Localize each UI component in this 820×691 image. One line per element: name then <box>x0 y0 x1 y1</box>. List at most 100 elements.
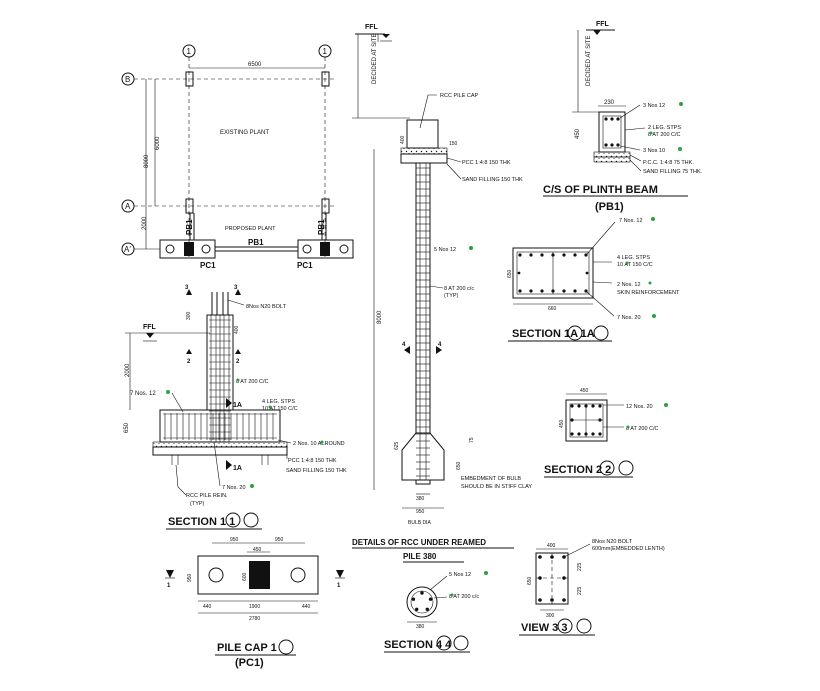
s1-marker-2-right: 2 <box>236 359 240 365</box>
pb-dim-230: 230 <box>604 100 615 106</box>
s4-title: SECTION 4 4 <box>384 639 452 651</box>
v3-dim-400: 400 <box>547 543 556 549</box>
s1-7nos20: 7 Nos. 20 <box>222 485 246 491</box>
s4-dim-380: 380 <box>416 624 425 630</box>
section-2-bars <box>570 404 602 436</box>
pc-dim-950a: 950 <box>230 537 239 543</box>
s1-2nos10: 2 Nos. 10 ALROUND <box>293 441 345 447</box>
v3-bolt-2: 600mm(EMBEDDED LENTH) <box>592 546 665 552</box>
plinth-beam-section: FFL DECIDED AT SITE 230 450 3 Nos 12 2 L… <box>543 21 703 213</box>
pc1-label-right: PC1 <box>297 261 313 270</box>
pb-stirrups-2: 8 AT 200 C/C <box>648 132 681 138</box>
proposed-plant-label: PROPOSED PLANT <box>225 226 276 232</box>
pb1-label-left: PB1 <box>185 219 194 235</box>
pb-pcc: P.C.C. 1:4:8 75 THK. <box>643 160 694 166</box>
ffl-label-pile: FFL <box>365 24 379 31</box>
section-1-1: FFL 3 3 2 2 8Nos N20 BOLT 300 400 2000 6 <box>124 285 347 530</box>
s1-pcc: PCC 1:4:8 150 THK <box>288 458 337 464</box>
s1a-bottom-bars: 7 Nos. 20 <box>617 315 641 321</box>
v3-dim-650: 650 <box>527 576 533 585</box>
dim-6500: 6500 <box>248 62 262 68</box>
pb1-label-right: PB1 <box>317 219 326 235</box>
pc-dim-440a: 440 <box>203 604 212 610</box>
s1-dim-400: 400 <box>234 325 240 334</box>
sand-150-label: SAND FILLING 150 THK <box>462 177 523 183</box>
s1-stirrups-1: 4 LEG. STPS <box>262 399 295 405</box>
dim-650-pile: 650 <box>456 461 462 470</box>
pc-dim-950b: 950 <box>275 537 284 543</box>
s1-1a-upper: 1A <box>233 402 242 409</box>
s2-dim-side: 450 <box>559 419 565 428</box>
s1-bolt: 8Nos N20 BOLT <box>246 304 287 310</box>
s1-marker-3-right: 3 <box>234 285 238 291</box>
pcc-150-label: PCC 1:4:8 150 THK <box>462 160 511 166</box>
pb-sand: SAND FILLING 75 THK. <box>643 169 703 175</box>
section-2-2: 450 450 12 Nos. 20 8 AT 200 C/C SECTION … <box>544 388 668 478</box>
pc-section-1-left: 1 <box>167 583 171 589</box>
s1a-top-bars: 7 Nos. 12 <box>619 218 643 224</box>
v3-bolt-1: 8Nos N20 BOLT <box>592 539 633 545</box>
decided-at-site-beam: DECIDED AT SITE <box>586 36 592 86</box>
s1a-skin-2: SKIN REINFORCEMENT <box>617 290 680 296</box>
dim-75: 75 <box>469 437 475 443</box>
s1a-skin-1: 2 Nos. 12 <box>617 282 641 288</box>
pb-bottom-bars: 3 Nos 10 <box>643 148 665 154</box>
s1-marker-2-left: 2 <box>187 359 191 365</box>
v3-dim-225a: 225 <box>577 562 583 571</box>
s1-pile-rein-2: (TYP) <box>190 501 205 507</box>
dim-6000: 6000 <box>155 136 161 150</box>
pile-ring-spec: 8 AT 200 c/c <box>444 286 474 292</box>
s2-dim-top: 450 <box>580 388 589 394</box>
pc-dim-950c: 950 <box>187 573 193 582</box>
s1a-stirrups-1: 4 LEG. STPS <box>617 255 650 261</box>
dim-2000: 2000 <box>142 216 148 230</box>
ffl-label-section: FFL <box>143 324 157 331</box>
view-3-3: 400 650 225 225 300 8Nos N20 BOLT 600mm(… <box>519 539 665 636</box>
ffl-label-beam: FFL <box>596 21 610 28</box>
pile-typ: (TYP) <box>444 293 459 299</box>
pc-dim-600: 600 <box>242 572 248 581</box>
pile-cap-plan: 950 950 450 600 950 1 1 440 1900 440 278… <box>165 537 345 669</box>
dim-150-cap: 150 <box>449 141 458 147</box>
pb-stirrups-1: 2 LEG. STPS <box>648 125 681 131</box>
rcc-pile-cap-label: RCC PILE CAP <box>440 93 479 99</box>
dim-950: 950 <box>416 509 425 515</box>
s1-title: SECTION 1 1 <box>168 516 235 528</box>
s1a-dim-650: 650 <box>507 269 513 278</box>
section-4-4: 5 Nos 12 8 AT 200 c/c 380 SECTION 4 4 <box>384 571 488 653</box>
dim-8000: 8000 <box>144 154 150 168</box>
s1a-title: SECTION 1A 1A <box>512 328 595 340</box>
v3-dim-300: 300 <box>546 613 555 619</box>
s1-dim-300: 300 <box>186 311 192 320</box>
pile-detail: FFL DECIDED AT SITE RCC PILE CAP 400 150… <box>352 24 532 563</box>
dim-625: 625 <box>394 441 400 450</box>
pile-rings <box>416 167 430 477</box>
v3-dim-225b: 225 <box>577 586 583 595</box>
s1-ties: 8 AT 200 C/C <box>236 379 269 385</box>
v3-title: VIEW 3 3 <box>521 622 567 634</box>
dim-400-cap: 400 <box>400 135 406 144</box>
existing-plant-label: EXISTING PLANT <box>220 130 269 136</box>
s1-7nos12: 7 Nos. 12 <box>130 391 156 397</box>
s1a-dim-660: 660 <box>548 306 557 312</box>
grid-bubble-a-prime: A' <box>124 245 131 254</box>
s1-pile-rein-1: RCC PILE REIN. <box>186 493 228 499</box>
pb-top-bars: 3 Nos 12 <box>643 103 665 109</box>
s4-bars: 5 Nos 12 <box>449 572 471 578</box>
embedment-line-1: EMBEDMENT OF BULB <box>461 476 521 482</box>
section-4-bars <box>411 591 433 611</box>
s1a-stirrups-2: 10 AT 150 C/C <box>617 262 653 268</box>
section-4-marker-left: 4 <box>402 342 406 348</box>
pile-cap-title: PILE CAP 1 <box>217 642 277 654</box>
dim-8000-pile: 8000 <box>377 310 383 324</box>
grid-bubble-b: B <box>125 75 130 84</box>
pile-detail-title-1: DETAILS OF RCC UNDER REAMED <box>352 538 486 547</box>
pc-dim-1900: 1900 <box>249 604 260 610</box>
s2-main-bars: 12 Nos. 20 <box>626 404 653 410</box>
s1-sand: SAND FILLING 150 THK <box>286 468 347 474</box>
plinth-beam-subtitle: (PB1) <box>595 201 624 213</box>
pb1-beam-label: PB1 <box>248 238 264 247</box>
s1-dim-2000: 2000 <box>125 363 131 377</box>
